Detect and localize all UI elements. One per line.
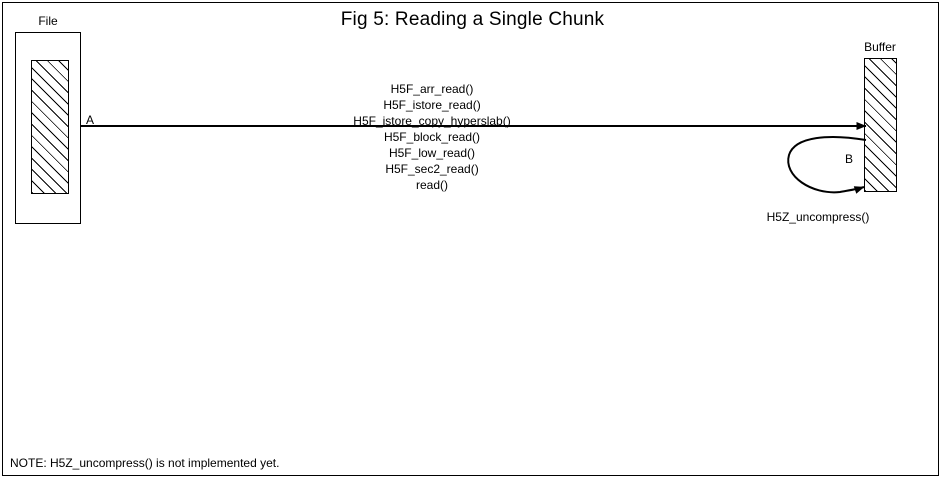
file-chunk-hatch	[31, 60, 69, 194]
page-border	[2, 2, 939, 476]
call-line: read()	[415, 178, 448, 192]
call-line: H5F_block_read()	[383, 130, 481, 144]
call-line: H5F_sec2_read()	[385, 162, 479, 176]
file-box-label: File	[38, 14, 58, 28]
call-line: H5F_low_read()	[388, 146, 476, 160]
edge-a-label: A	[86, 113, 95, 127]
edge-a-call-stack: H5F_arr_read() H5F_istore_read() H5F_ist…	[332, 81, 532, 193]
footer-note: NOTE: H5Z_uncompress() is not implemente…	[10, 456, 280, 470]
edge-b-label: B	[845, 152, 854, 166]
edge-b-call-label: H5Z_uncompress()	[766, 210, 870, 224]
call-line: H5F_istore_read()	[383, 98, 481, 112]
call-line: H5F_arr_read()	[390, 82, 474, 96]
buffer-box-label: Buffer	[864, 40, 896, 54]
call-line: H5F_istore_copy_hyperslab()	[353, 114, 511, 128]
page-title: Fig 5: Reading a Single Chunk	[340, 9, 605, 30]
buffer-box	[864, 58, 897, 192]
